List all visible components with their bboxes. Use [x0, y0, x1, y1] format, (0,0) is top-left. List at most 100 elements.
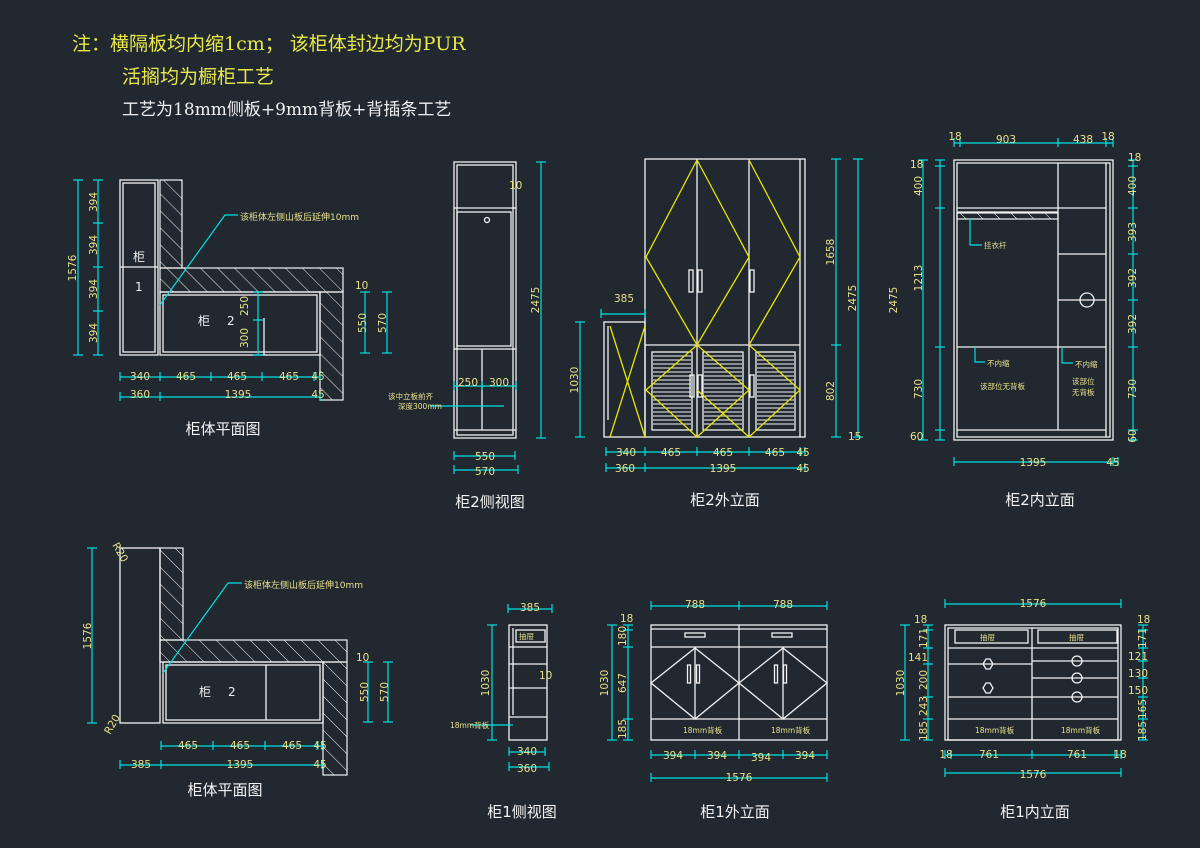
dim-bottom: 465 — [176, 371, 196, 383]
dim-left-part: 180 — [617, 626, 629, 646]
rod-label: 挂衣杆 — [984, 240, 1007, 250]
dim-bottom: 465 — [765, 447, 785, 459]
plan-view-top: 柜 1 柜 2 该柜体左侧山板后延伸10mm 1576 394 394 394 … — [67, 192, 389, 438]
dim-bottom: 45 — [313, 740, 326, 752]
door-swing-line — [696, 344, 801, 438]
back-label: 18mm背板 — [975, 725, 1015, 735]
knob-icon — [1071, 655, 1083, 667]
dim-right-part: 392 — [1127, 314, 1139, 334]
cab2-inner-elevation: 18 903 438 18 2475 18 400 1213 730 60 18… — [888, 131, 1141, 509]
dim-left-part: 18 — [914, 614, 927, 626]
dim-height: 1030 — [480, 670, 492, 697]
dim-offset: 15 — [848, 431, 861, 443]
back-label: 18mm背板 — [683, 725, 723, 735]
drawer-handle — [771, 632, 793, 638]
dim-top: 788 — [773, 599, 793, 611]
dim-gap: 10 — [539, 670, 552, 682]
drawer-handle — [684, 632, 706, 638]
knob-icon — [982, 658, 994, 670]
drawer-label: 抽屉 — [980, 632, 995, 642]
dim-bottom: 465 — [282, 740, 302, 752]
dim-bottom: 45 — [796, 447, 809, 459]
knob-icon — [1071, 672, 1083, 684]
dim-total: 2475 — [847, 285, 859, 312]
panel-outline — [956, 162, 1111, 438]
dim-height: 1030 — [599, 670, 611, 697]
no-back-label: 该部位 — [1072, 376, 1095, 386]
door-swing-line — [609, 325, 646, 438]
dim-bottom: 45 — [311, 371, 324, 383]
geometry-layer — [73, 138, 1148, 782]
dim-right-part: 185 — [1137, 721, 1149, 741]
dim-bottom: 394 — [663, 750, 683, 762]
note-line-3: 工艺为18mm侧板+9mm背板+背插条工艺 — [122, 100, 451, 120]
drawer-label: 抽屉 — [1069, 632, 1085, 642]
door-swing-line — [748, 159, 801, 346]
dim-inner: 250 — [458, 377, 478, 389]
louver-panel — [651, 351, 693, 431]
dim-right: 570 — [377, 313, 389, 333]
dim-bottom: 340 — [616, 447, 636, 459]
dim-bottom: 465 — [178, 740, 198, 752]
dim-side-depth: 385 — [614, 293, 634, 305]
dim-left-part: 1213 — [913, 265, 925, 292]
panel-outline — [159, 291, 321, 356]
cab2-side-view: 2475 10 250 300 550 570 该中立板前齐 深度300mm 柜… — [388, 180, 542, 511]
dim-height: 1030 — [895, 670, 907, 697]
dim-bottom: 465 — [713, 447, 733, 459]
dim-bottom: 550 — [475, 451, 495, 463]
door-handle — [695, 664, 701, 684]
dim-bottom: 465 — [230, 740, 250, 752]
dim-bottom: 18 — [939, 749, 952, 761]
radius-label: R20 — [109, 541, 130, 565]
dim-total: 1576 — [1020, 769, 1047, 781]
cab1-inner-elevation: 1576 1030 18 171 141 200 243 185 18 171 … — [895, 598, 1150, 821]
wall-hatch — [159, 639, 348, 663]
wall-hatch — [322, 661, 348, 776]
dim-right: 10 — [355, 280, 368, 292]
dim-right-part: 165 — [1137, 699, 1149, 719]
dim-left-part: 141 — [908, 652, 928, 664]
dim-left-part: 60 — [910, 431, 923, 443]
dim-bottom: 340 — [517, 746, 537, 758]
dim-top: 18 — [1101, 131, 1114, 143]
dim-bottom: 360 — [615, 463, 635, 475]
dim-depth: 250 — [239, 296, 251, 316]
dim-left-part: 394 — [88, 235, 100, 255]
wall-hatch — [319, 291, 344, 401]
dim-bottom: 360 — [130, 389, 150, 401]
no-back-label: 该部位无背板 — [980, 381, 1025, 391]
dim-gap: 10 — [509, 180, 522, 192]
panel-outline — [119, 547, 161, 724]
cab1-front-elevation: 788 788 1030 18 180 647 185 18mm背板 18mm背… — [599, 599, 815, 821]
door-swing-line — [649, 647, 741, 720]
dim-bottom: 45 — [796, 463, 809, 475]
panel-outline — [953, 159, 1114, 441]
dim-inner: 300 — [489, 377, 509, 389]
dim-right-part: 171 — [1137, 628, 1149, 648]
dim-right-part: 18 — [1137, 614, 1150, 626]
dim-bottom: 385 — [131, 759, 151, 771]
dim-top: 1576 — [1020, 598, 1047, 610]
dim-right: 570 — [379, 682, 391, 702]
dim-right-part: 150 — [1128, 685, 1148, 697]
cab1-number: 1 — [135, 280, 143, 294]
dim-bottom: 45 — [311, 389, 324, 401]
panel-outline — [947, 627, 1119, 741]
panel-outline — [603, 321, 646, 438]
drawer-label: 抽屉 — [519, 631, 534, 641]
dim-bottom: 1395 — [710, 463, 737, 475]
panel-outline — [162, 294, 318, 353]
wall-hatch — [956, 212, 1059, 220]
dim-left-part: 400 — [913, 176, 925, 196]
dim-bottom: 394 — [707, 750, 727, 762]
view-title: 柜1外立面 — [700, 803, 770, 821]
door-handle — [749, 374, 755, 398]
back-label: 18mm背板 — [1061, 725, 1101, 735]
view-title: 柜体平面图 — [185, 420, 260, 438]
dim-bottom: 570 — [475, 466, 495, 478]
dim-top: 18 — [948, 131, 961, 143]
back-note: 18mm背板 — [450, 720, 490, 730]
dim-bottom: 761 — [1067, 749, 1087, 761]
door-handle — [773, 664, 779, 684]
